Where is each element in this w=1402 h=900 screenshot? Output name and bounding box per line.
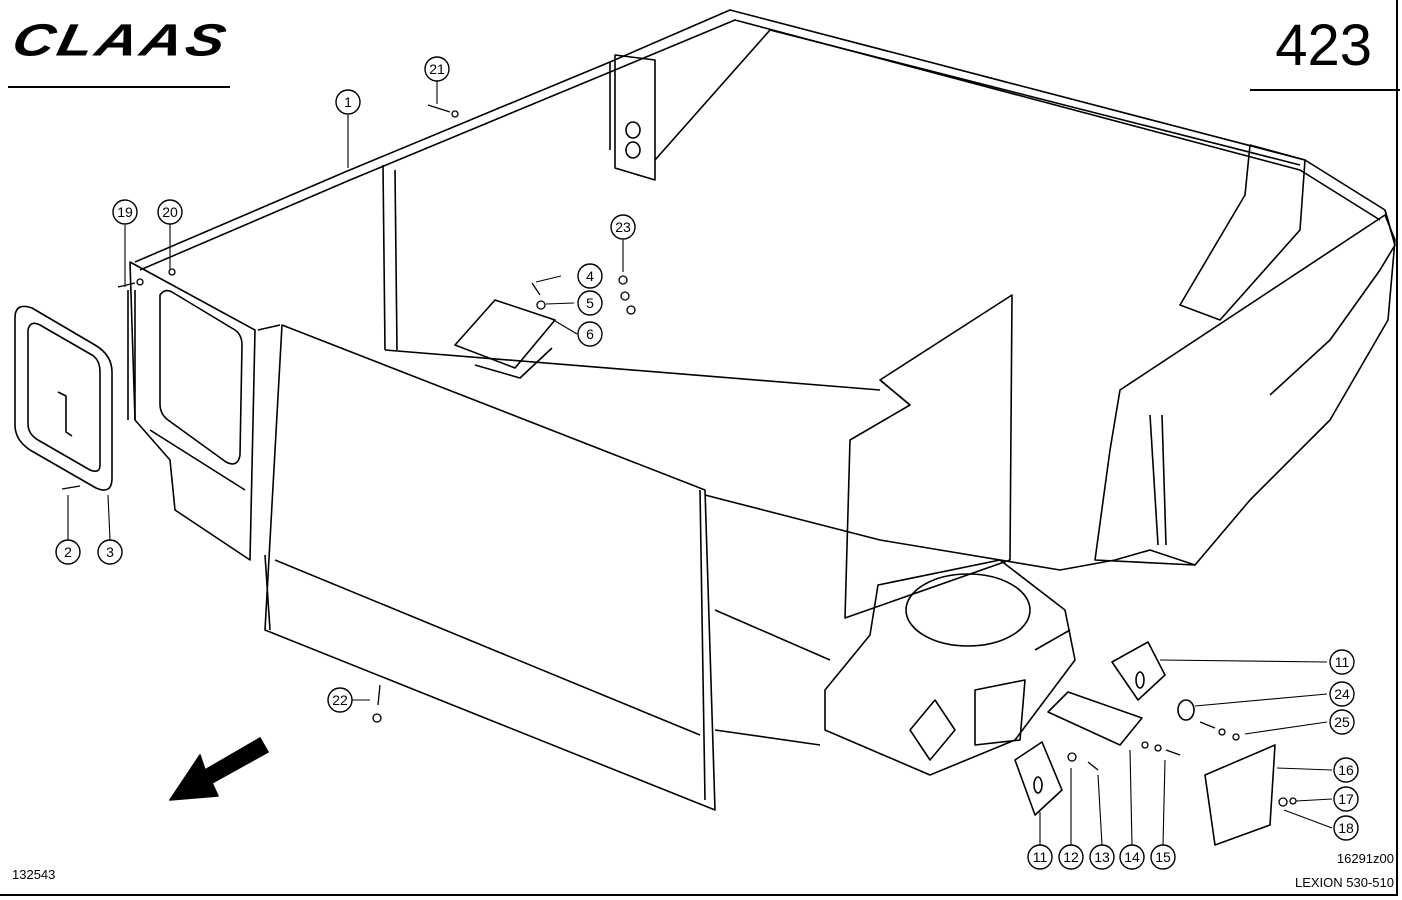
callout-13: 13 xyxy=(1089,844,1115,870)
callout-16: 16 xyxy=(1333,757,1359,783)
window-frame xyxy=(14,305,113,491)
header-rule-left xyxy=(8,86,230,88)
callout-6: 6 xyxy=(577,321,603,347)
cover-strip xyxy=(1047,691,1143,746)
callout-11-lower: 11 xyxy=(1027,844,1053,870)
callout-1: 1 xyxy=(335,89,361,115)
callout-label: 6 xyxy=(586,326,594,342)
callout-24: 24 xyxy=(1329,681,1355,707)
callout-11-upper: 11 xyxy=(1329,649,1355,675)
figure-code: 16291z00 xyxy=(1336,851,1394,866)
callout-17: 17 xyxy=(1333,786,1359,812)
bracket-plate-lower xyxy=(1014,741,1063,816)
fasteners xyxy=(61,104,1297,807)
callouts: 1 2 3 4 5 6 11 11 12 13 14 15 16 17 18 1… xyxy=(55,56,1359,870)
callout-22: 22 xyxy=(327,687,353,713)
callout-23: 23 xyxy=(610,214,636,240)
callout-label: 3 xyxy=(106,544,114,560)
callout-label: 15 xyxy=(1155,849,1171,865)
lower-floor xyxy=(704,494,1196,746)
rear-post xyxy=(614,29,771,181)
callout-label: 18 xyxy=(1338,820,1354,836)
drawing-id: 132543 xyxy=(12,867,56,882)
callout-label: 17 xyxy=(1338,791,1354,807)
callout-19: 19 xyxy=(112,199,138,225)
callout-21: 21 xyxy=(424,56,450,82)
callout-12: 12 xyxy=(1058,844,1084,870)
front-panel xyxy=(264,324,716,811)
callout-3: 3 xyxy=(97,539,123,565)
header-rule-right xyxy=(1250,89,1400,91)
callout-label: 2 xyxy=(64,544,72,560)
callout-label: 4 xyxy=(586,268,594,284)
callout-label: 12 xyxy=(1063,849,1079,865)
callout-15: 15 xyxy=(1150,844,1176,870)
auger-housing xyxy=(824,559,1076,776)
callout-label: 11 xyxy=(1335,654,1350,670)
right-wall xyxy=(1094,214,1396,566)
right-post xyxy=(1179,144,1396,396)
model-name: LEXION 530-510 xyxy=(1294,875,1394,890)
leader-lines xyxy=(67,81,1333,846)
callout-label: 22 xyxy=(332,692,348,708)
callout-14: 14 xyxy=(1119,844,1145,870)
direction-arrow xyxy=(169,737,269,801)
callout-label: 16 xyxy=(1338,762,1354,778)
bracket-plate-upper xyxy=(1111,641,1166,701)
callout-4: 4 xyxy=(577,263,603,289)
callout-25: 25 xyxy=(1329,709,1355,735)
callout-label: 20 xyxy=(162,204,178,220)
floor-plate xyxy=(454,299,556,379)
callout-label: 21 xyxy=(429,61,445,77)
inner-rib xyxy=(382,164,881,391)
left-wall xyxy=(127,261,281,561)
callout-label: 19 xyxy=(117,204,133,220)
washer-24 xyxy=(1177,699,1195,721)
callout-label: 1 xyxy=(344,94,352,110)
callout-18: 18 xyxy=(1333,815,1359,841)
callout-label: 14 xyxy=(1124,849,1140,865)
cover-guard xyxy=(1204,744,1276,846)
callout-label: 25 xyxy=(1334,714,1350,730)
callout-20: 20 xyxy=(157,199,183,225)
callout-label: 24 xyxy=(1334,686,1350,702)
callout-label: 11 xyxy=(1033,849,1048,865)
callout-2: 2 xyxy=(55,539,81,565)
page-number: 423 xyxy=(1275,13,1372,78)
hopper-rim xyxy=(134,9,1386,271)
callout-label: 23 xyxy=(615,219,631,235)
callout-label: 5 xyxy=(586,295,594,311)
callout-5: 5 xyxy=(577,290,603,316)
center-divider xyxy=(844,294,1013,619)
callout-label: 13 xyxy=(1094,849,1110,865)
